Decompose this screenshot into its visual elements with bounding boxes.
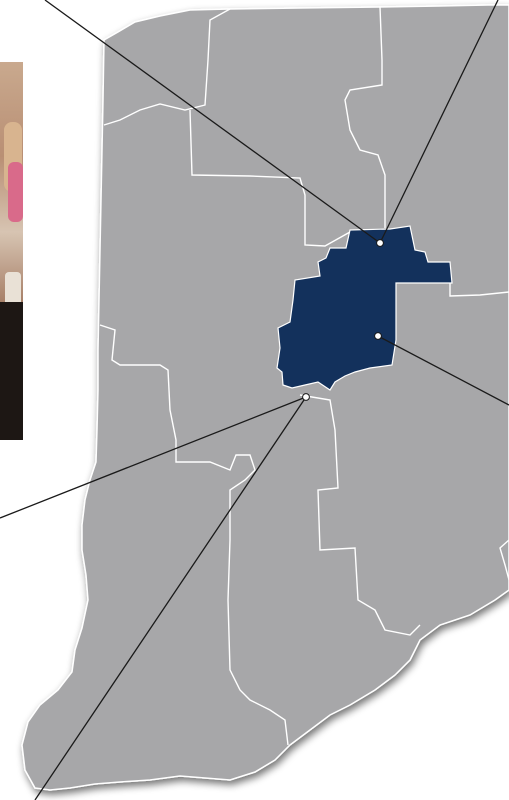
boundary-west (99, 324, 289, 746)
leader-line-left (0, 396, 307, 519)
marker-center (374, 332, 382, 340)
boundary-ne (344, 6, 386, 228)
leader-line-top-right (379, 0, 499, 244)
photo-figure-clothing (8, 162, 23, 222)
boundary-east (449, 283, 509, 297)
leader-line-right (377, 335, 509, 406)
leader-markers (302, 239, 384, 401)
photo-thumbnail (0, 62, 23, 440)
marker-south (302, 393, 310, 401)
highlighted-region[interactable] (276, 225, 453, 391)
boundary-se (499, 539, 509, 581)
marker-north (376, 239, 384, 247)
boundary-nw (103, 8, 231, 126)
state-outline (21, 4, 509, 791)
leader-line-top-left (44, 0, 381, 244)
photo-shadow (0, 302, 23, 440)
leader-line-bottom-left (34, 396, 307, 800)
boundary-south-center (299, 394, 421, 636)
